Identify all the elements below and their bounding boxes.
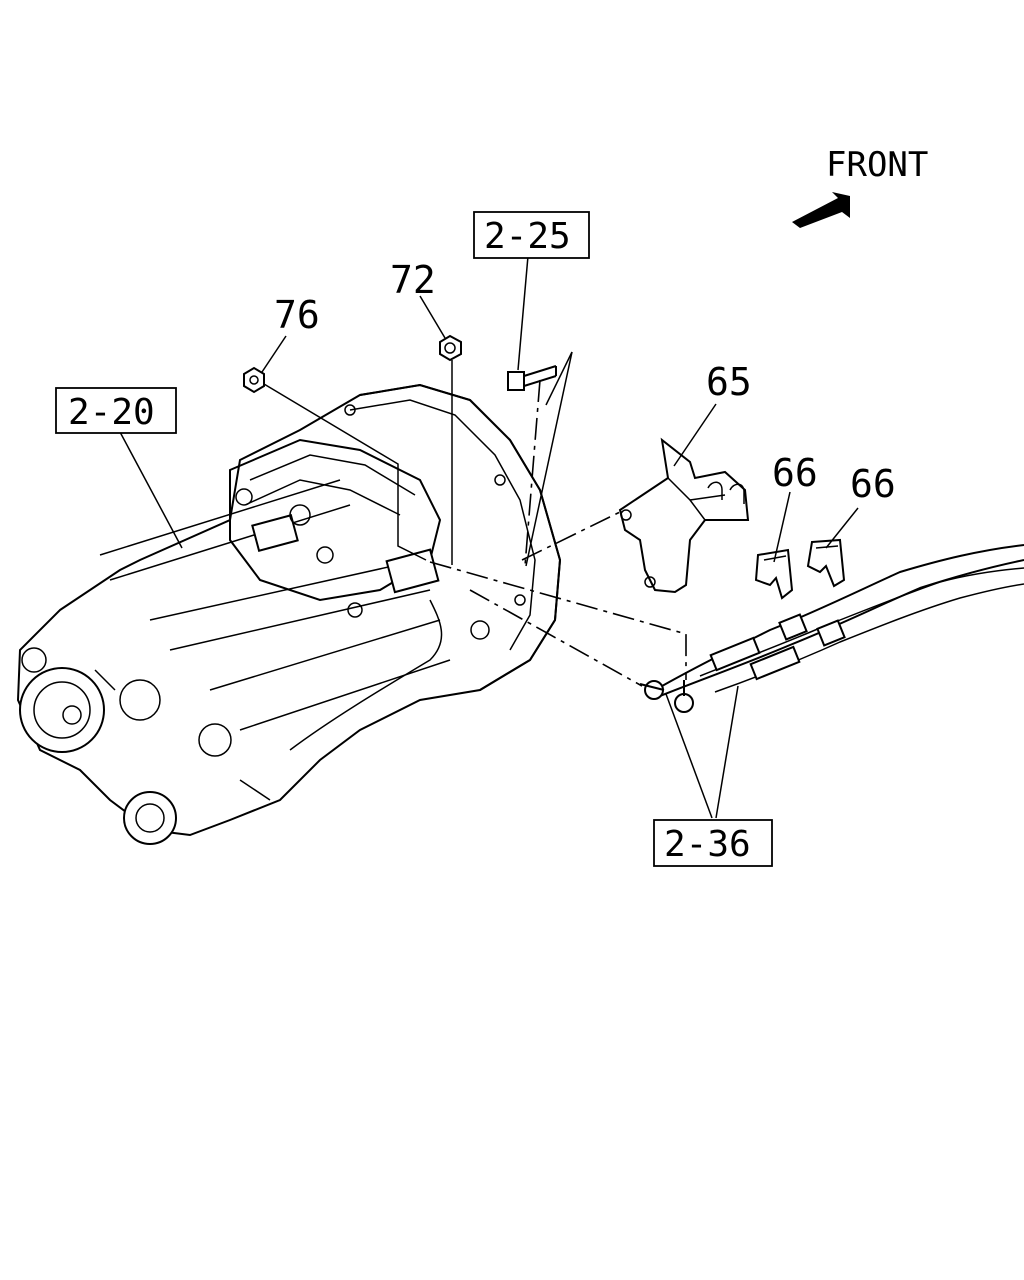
callout-76: 76 [274,293,320,337]
shift-cables [639,544,1024,713]
callout-66-b: 66 [850,462,896,506]
shift-cable-bracket [618,437,750,594]
front-arrow-icon [792,192,850,228]
front-label: FRONT [826,145,928,185]
transmission-assembly [16,383,562,845]
callout-72: 72 [390,258,436,302]
ref-2-36-label: 2-36 [664,824,751,865]
callout-65: 65 [706,360,752,404]
ref-box-2-36: 2-36 [653,819,773,867]
bolt-icon [507,365,557,391]
leader-lines [119,255,859,819]
cable-clip-1 [754,548,794,600]
ref-2-25-label: 2-25 [484,216,571,257]
ref-box-2-25: 2-25 [473,211,590,259]
callout-66-a: 66 [772,451,818,495]
ref-2-20-label: 2-20 [68,392,155,433]
ref-box-2-20: 2-20 [55,387,177,434]
nut-72-icon [439,334,462,362]
nut-76-icon [243,366,265,394]
